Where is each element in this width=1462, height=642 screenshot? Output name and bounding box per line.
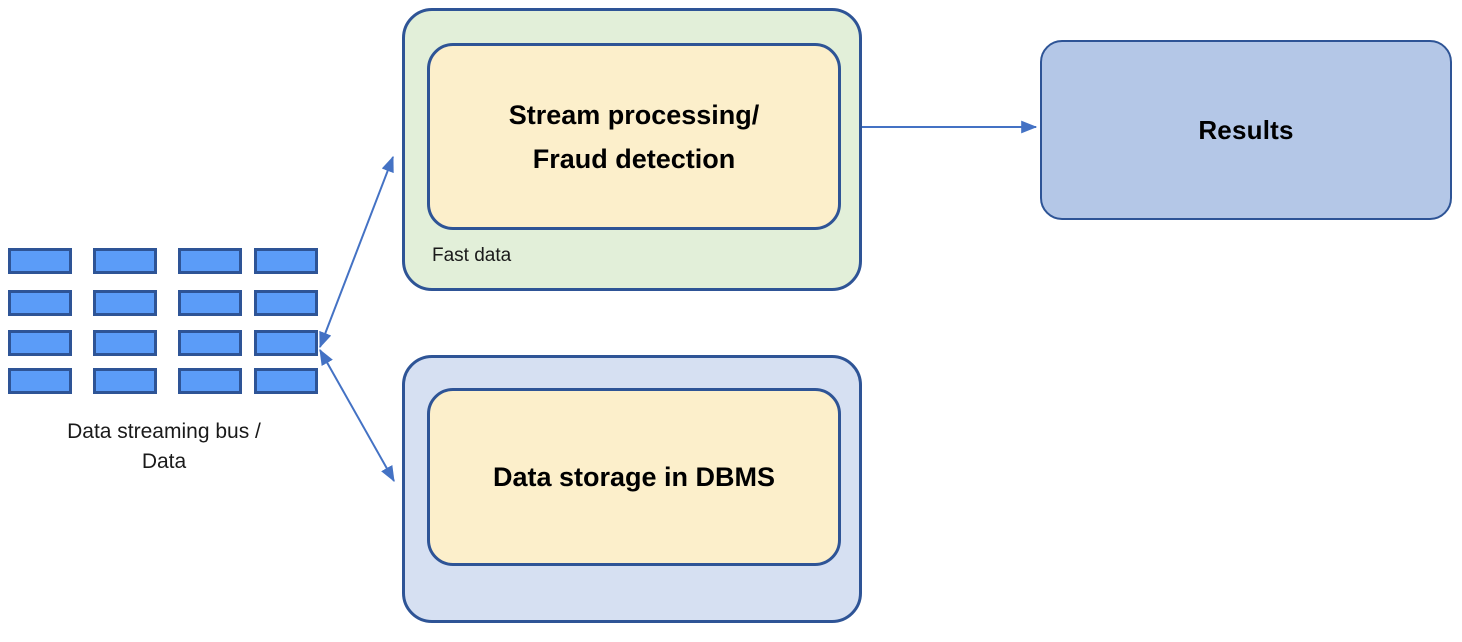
bus-cell [93,248,157,274]
stream-processing-node: Stream processing/ Fraud detection [427,43,841,230]
fast-data-label: Fast data [432,245,512,266]
results-node: Results [1040,40,1452,220]
arrow-bus-to-slow-data [319,348,395,483]
bus-cell [254,290,318,316]
bus-cell [8,248,72,274]
bus-cell [93,290,157,316]
arrow-bus-to-fast-data [319,155,394,349]
bus-cell [178,368,242,394]
data-storage-node: Data storage in DBMS [427,388,841,566]
bus-cell [254,368,318,394]
bus-cell [8,290,72,316]
bus-cell [93,330,157,356]
slow-data-container: Data storage in DBMS Slow data [402,355,862,623]
fast-data-container: Stream processing/ Fraud detection Fast … [402,8,862,291]
bus-cell [93,368,157,394]
bus-cell [178,330,242,356]
stream-processing-label: Stream processing/ Fraud detection [508,99,760,174]
bus-cell [254,248,318,274]
bus-cell [178,248,242,274]
bus-cell [8,368,72,394]
data-storage-label: Data storage in DBMS [492,462,776,492]
bus-cell [254,330,318,356]
data-streaming-bus-caption: Data streaming bus / Data [67,420,261,473]
data-streaming-bus-grid [8,248,318,394]
bus-cell [8,330,72,356]
results-label: Results [1198,114,1294,145]
bus-cell [178,290,242,316]
